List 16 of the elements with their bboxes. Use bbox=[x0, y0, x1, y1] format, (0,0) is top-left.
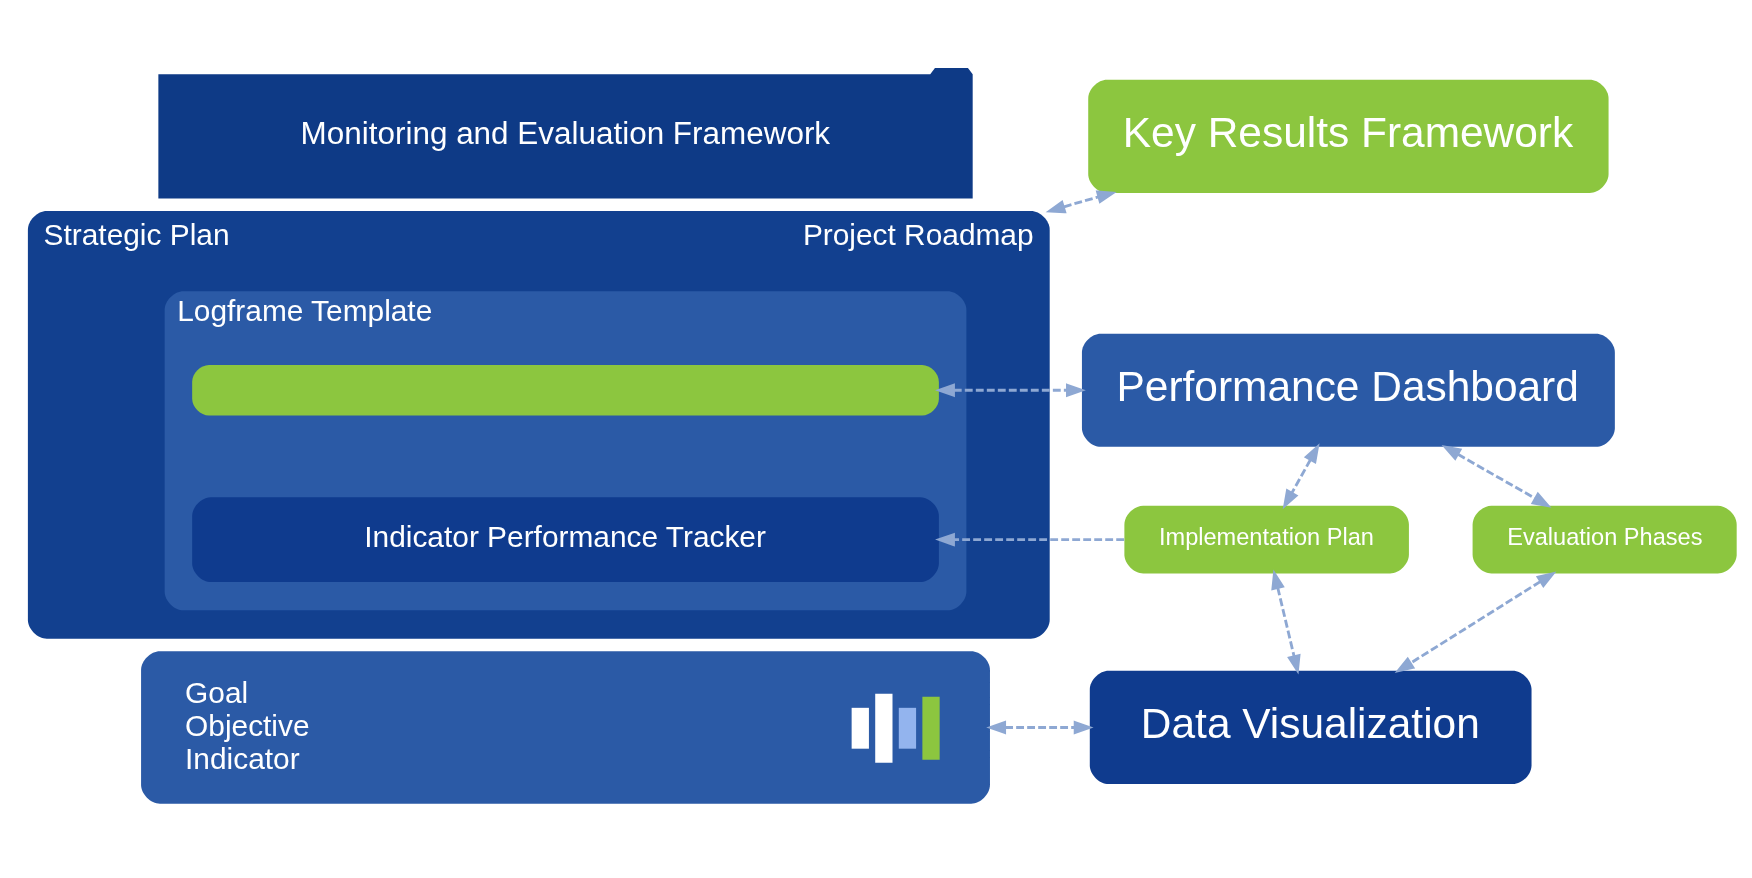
node-box: Goal Objective Indicator bbox=[141, 651, 990, 804]
node-box: Evaluation Phases bbox=[1472, 505, 1737, 574]
arrow bbox=[986, 720, 1094, 735]
arrow bbox=[935, 532, 1125, 547]
node-box: Key Results Framework bbox=[1088, 79, 1609, 193]
arrow bbox=[1394, 571, 1557, 674]
arrow bbox=[1282, 443, 1320, 510]
arrow bbox=[1271, 569, 1301, 675]
arrow bbox=[1441, 445, 1552, 508]
node-box: Data Visualization bbox=[1089, 670, 1532, 785]
node-box: Indicator Performance Tracker bbox=[192, 497, 939, 583]
arrow bbox=[935, 383, 1086, 398]
node-box bbox=[192, 365, 939, 416]
node-box: Implementation Plan bbox=[1124, 505, 1409, 574]
node-box: Performance Dashboard bbox=[1081, 333, 1615, 447]
arrow bbox=[1045, 190, 1117, 214]
